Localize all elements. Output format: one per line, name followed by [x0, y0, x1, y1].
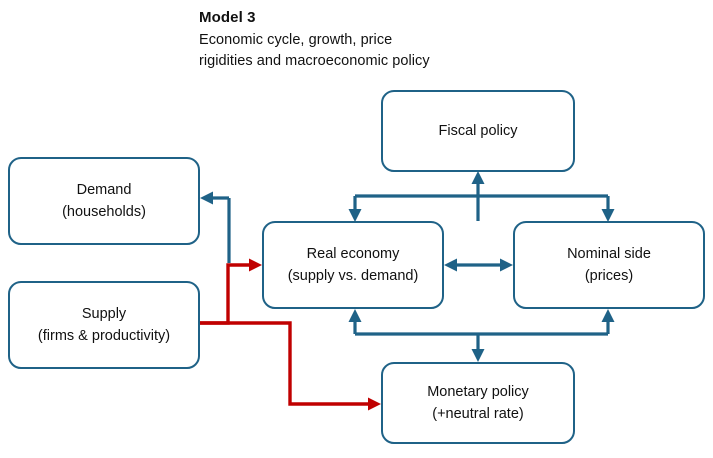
edge-supply-to-real — [200, 258, 262, 325]
node-nominal-side-label: Nominal side — [567, 246, 651, 262]
page-subtitle: Economic cycle, growth, price rigidities… — [199, 30, 539, 72]
page-subtitle-line2: rigidities and macroeconomic policy — [199, 53, 430, 69]
page-subtitle-line1: Economic cycle, growth, price — [199, 32, 393, 48]
node-fiscal-policy[interactable]: Fiscal policy — [381, 90, 575, 172]
edge-top-bus — [348, 171, 615, 222]
node-real-economy-sublabel: (supply vs. demand) — [287, 268, 419, 284]
edge-real-nominal — [444, 258, 513, 272]
node-supply-sublabel: (firms & productivity) — [37, 328, 171, 344]
node-demand-label: Demand — [76, 182, 132, 198]
node-demand-sublabel: (households) — [62, 204, 146, 220]
node-demand[interactable]: Demand (households) — [8, 157, 200, 245]
node-real-economy[interactable]: Real economy (supply vs. demand) — [262, 221, 444, 309]
node-supply[interactable]: Supply (firms & productivity) — [8, 281, 200, 369]
node-real-economy-label: Real economy — [306, 246, 400, 262]
edge-supply-to-monetary — [200, 321, 381, 411]
node-fiscal-policy-label: Fiscal policy — [438, 123, 518, 139]
edge-bottom-bus — [348, 309, 615, 362]
node-nominal-side-sublabel: (prices) — [584, 268, 634, 284]
node-supply-label: Supply — [81, 306, 127, 322]
node-monetary-policy-label: Monetary policy — [427, 384, 529, 400]
page-title: Model 3 — [199, 9, 256, 26]
edge-to-demand — [200, 191, 231, 263]
node-monetary-policy[interactable]: Monetary policy (+neutral rate) — [381, 362, 575, 444]
node-nominal-side[interactable]: Nominal side (prices) — [513, 221, 705, 309]
title-block: Model 3 Economic cycle, growth, price ri… — [199, 8, 539, 72]
node-monetary-policy-sublabel: (+neutral rate) — [432, 406, 524, 422]
